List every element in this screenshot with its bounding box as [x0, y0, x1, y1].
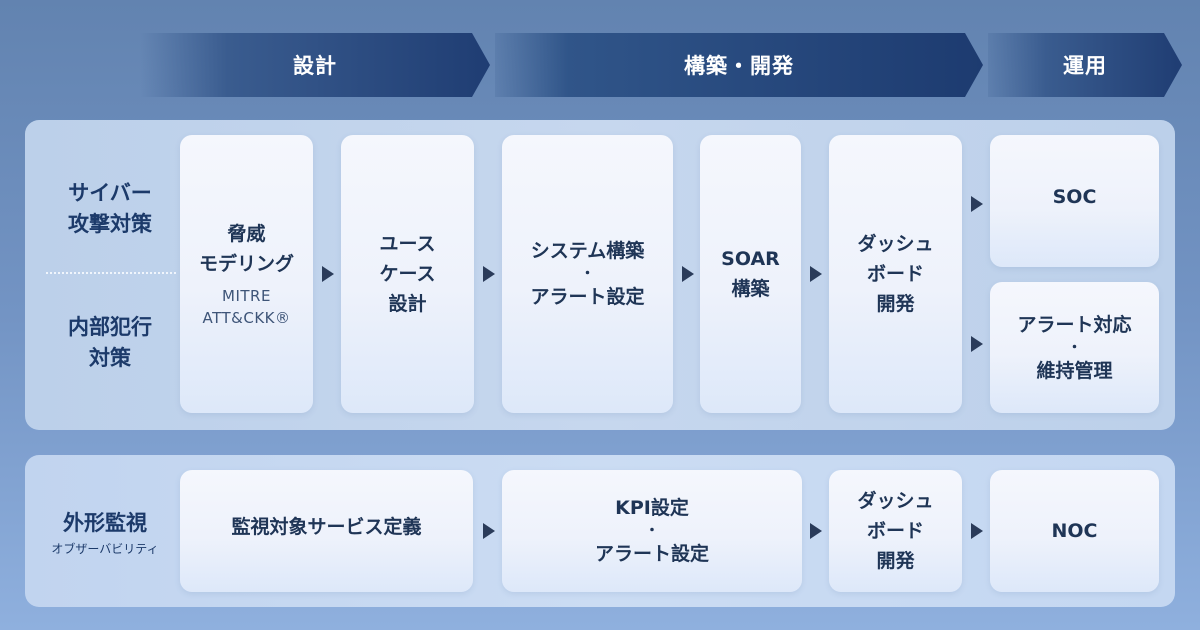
card-dashboard-dev: ダッシュ ボード 開発	[829, 135, 962, 413]
arrow-right-icon	[971, 336, 983, 352]
card-text: NOC	[1051, 520, 1098, 542]
phase-build-develop: 構築・開発	[495, 33, 983, 97]
row-label-line: 対策	[89, 346, 131, 370]
arrow-right-icon	[971, 523, 983, 539]
card-separator: ・	[645, 523, 659, 539]
row-label-sub: オブザーバビリティ	[51, 542, 159, 556]
card-text: SOC	[1052, 186, 1097, 208]
card-text: ボード	[866, 263, 924, 285]
arrow-right-icon	[971, 196, 983, 212]
card-kpi-alert-setting: KPI設定 ・ アラート設定	[502, 470, 802, 592]
arrow-right-icon	[322, 266, 334, 282]
card-text: ユース	[379, 233, 436, 255]
arrow-right-icon	[810, 266, 822, 282]
card-text: アラート設定	[594, 543, 709, 565]
row-label-line: サイバー	[68, 181, 152, 205]
arrow-right-icon	[483, 266, 495, 282]
card-text: 開発	[876, 550, 915, 572]
card-monitored-service-definition: 監視対象サービス定義	[180, 470, 473, 592]
card-text: 脅威	[227, 223, 266, 245]
card-text: ケース	[379, 263, 436, 285]
row-label-line: 攻撃対策	[68, 212, 152, 236]
card-text: 構築	[731, 278, 770, 300]
arrow-right-icon	[810, 523, 822, 539]
card-text: KPI設定	[615, 497, 689, 519]
arrow-right-icon	[682, 266, 694, 282]
card-separator: ・	[580, 266, 595, 282]
phase-design: 設計	[140, 33, 490, 97]
card-noc: NOC	[990, 470, 1159, 592]
card-note: MITRE	[222, 287, 271, 305]
card-soar-build: SOAR 構築	[700, 135, 801, 413]
row-label-line: 内部犯行	[68, 315, 152, 339]
card-text: モデリング	[198, 253, 294, 275]
arrow-right-icon	[483, 523, 495, 539]
card-use-case-design: ユース ケース 設計	[341, 135, 474, 413]
card-text: ダッシュ	[857, 490, 934, 512]
card-dashboard-dev-noc: ダッシュ ボード 開発	[829, 470, 962, 592]
phase-label: 設計	[293, 54, 337, 78]
card-text: アラート設定	[530, 286, 645, 308]
card-text: 監視対象サービス定義	[231, 516, 422, 538]
row-divider	[46, 272, 176, 274]
card-text: システム構築	[530, 240, 645, 262]
card-note: ATT&CKK®	[202, 309, 291, 327]
row-label-line: 外形監視	[63, 511, 147, 535]
phase-label: 運用	[1063, 54, 1107, 78]
phase-label: 構築・開発	[684, 54, 794, 78]
card-text: ボード	[866, 520, 924, 542]
card-text: 開発	[876, 293, 915, 315]
card-system-build-alert: システム構築 ・ アラート設定	[502, 135, 673, 413]
card-soc: SOC	[990, 135, 1159, 267]
row-label-external-monitoring: 外形監視 オブザーバビリティ	[30, 508, 180, 557]
row-label-insider-threat: 内部犯行 対策	[40, 312, 180, 374]
card-text: アラート対応	[1017, 313, 1132, 336]
card-text: 維持管理	[1036, 359, 1113, 382]
row-label-cyber-attack: サイバー 攻撃対策	[40, 178, 180, 240]
phase-operation: 運用	[988, 33, 1182, 97]
card-text: 設計	[388, 293, 427, 315]
card-text: SOAR	[721, 248, 780, 270]
card-text: ダッシュ	[857, 233, 934, 255]
card-separator: ・	[1067, 339, 1082, 356]
card-threat-modeling: 脅威 モデリング MITRE ATT&CKK®	[180, 135, 313, 413]
card-alert-response-maintenance: アラート対応 ・ 維持管理	[990, 282, 1159, 413]
